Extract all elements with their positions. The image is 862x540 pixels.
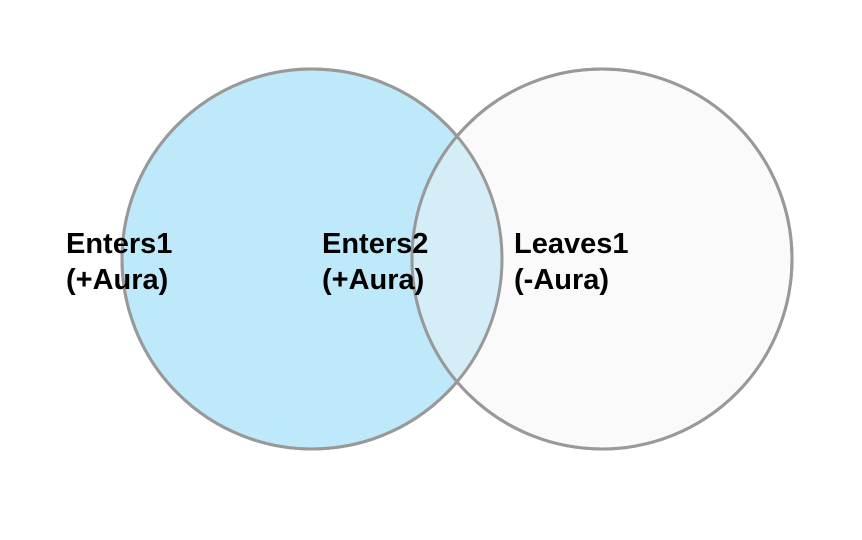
label-enters1-line2: (+Aura) (66, 264, 169, 296)
label-enters2-line1: Enters2 (322, 228, 429, 260)
label-leaves1: Leaves1 (-Aura) (514, 226, 629, 298)
right-circle-outline (410, 67, 794, 451)
left-circle-outline (120, 67, 504, 451)
label-enters2: Enters2 (+Aura) (322, 226, 428, 298)
label-enters1-line1: Enters1 (66, 228, 173, 260)
label-leaves1-line1: Leaves1 (514, 228, 629, 260)
label-leaves1-line2: (-Aura) (514, 264, 610, 296)
label-enters2-line2: (+Aura) (322, 264, 425, 296)
label-enters1: Enters1 (+Aura) (66, 226, 172, 298)
